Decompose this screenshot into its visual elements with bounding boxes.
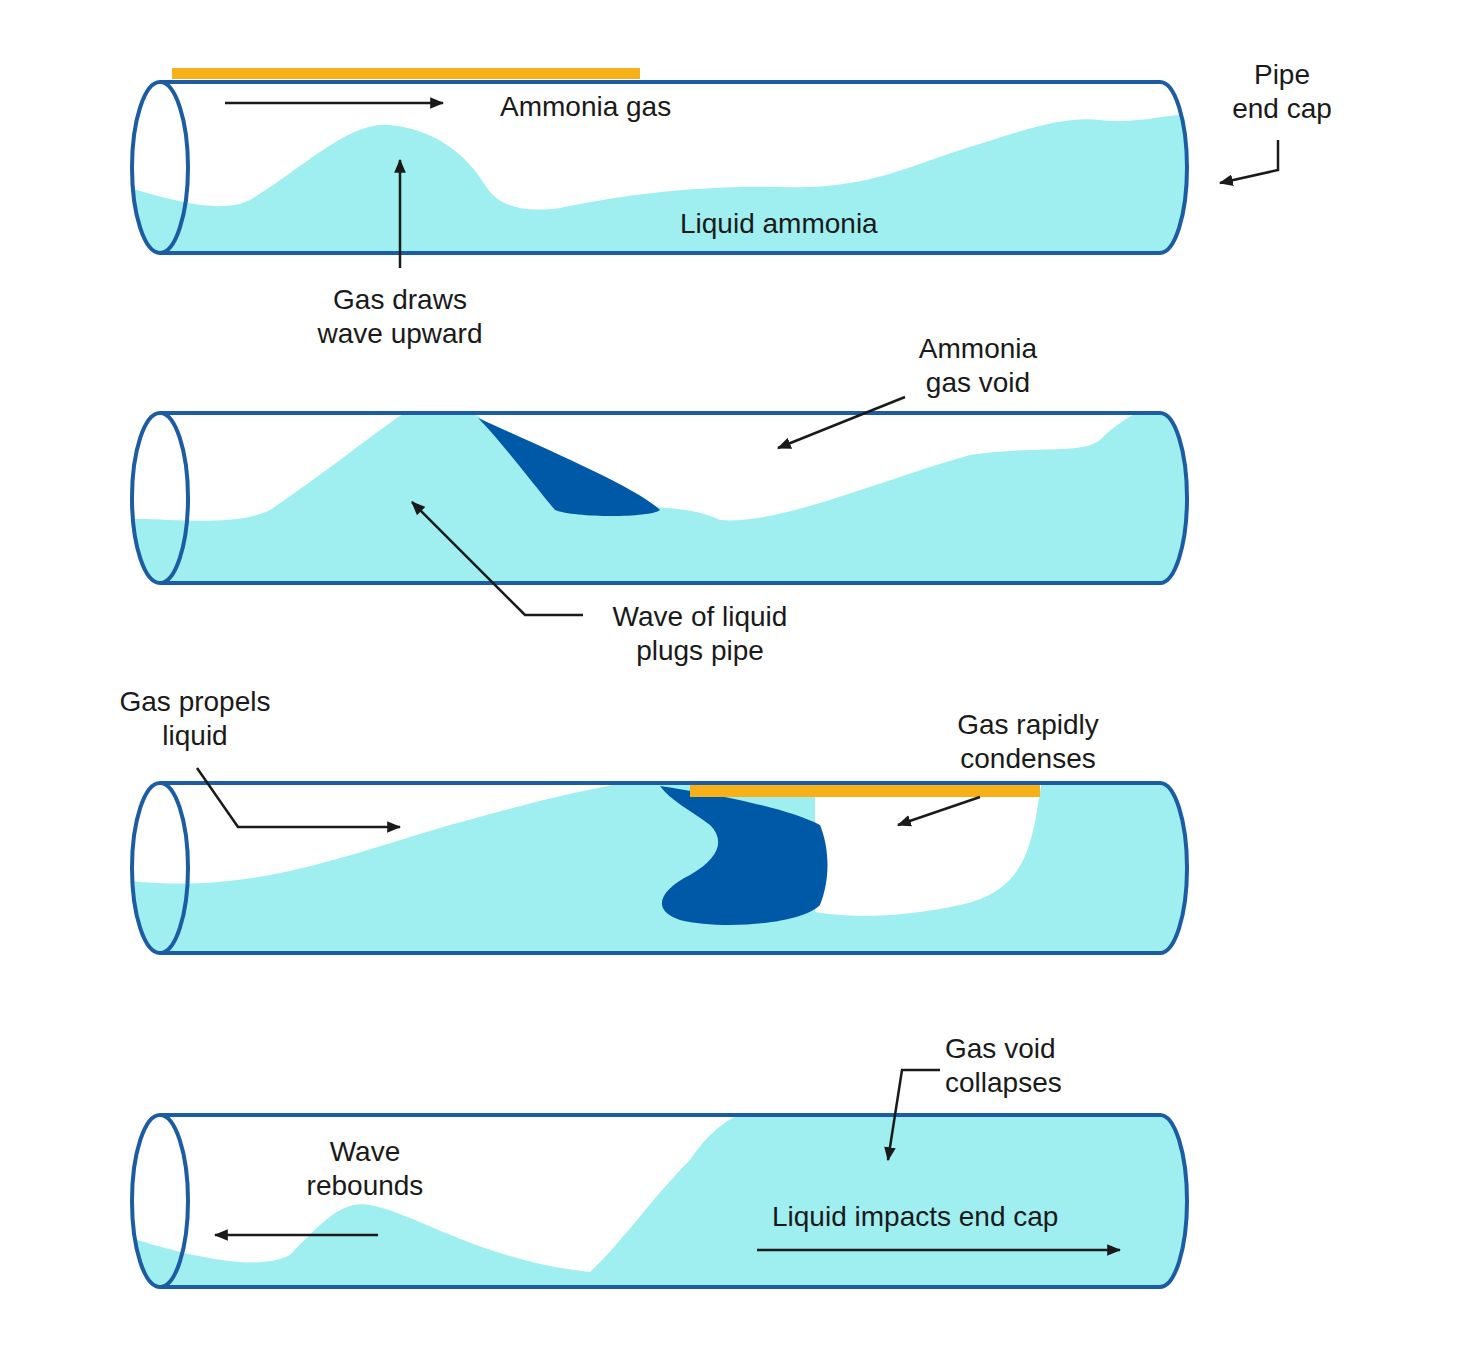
callout-label: Wave rebounds (293, 1135, 438, 1203)
callout-label: Gas void collapses (945, 1032, 1100, 1100)
callout-label: Gas draws wave upward (311, 283, 489, 351)
callout-label: Ammonia gas void (908, 332, 1048, 400)
callout-label: Wave of liquid plugs pipe (590, 600, 810, 668)
leader-lines (197, 103, 1278, 1250)
callout-label: Gas propels liquid (108, 685, 283, 753)
callout-label: Ammonia gas (500, 90, 671, 124)
callout-label: Pipe end cap (1229, 58, 1335, 126)
callout-label: Liquid ammonia (680, 207, 878, 241)
callout-label: Liquid impacts end cap (772, 1200, 1058, 1234)
callout-label: Gas rapidly condenses (941, 708, 1116, 776)
